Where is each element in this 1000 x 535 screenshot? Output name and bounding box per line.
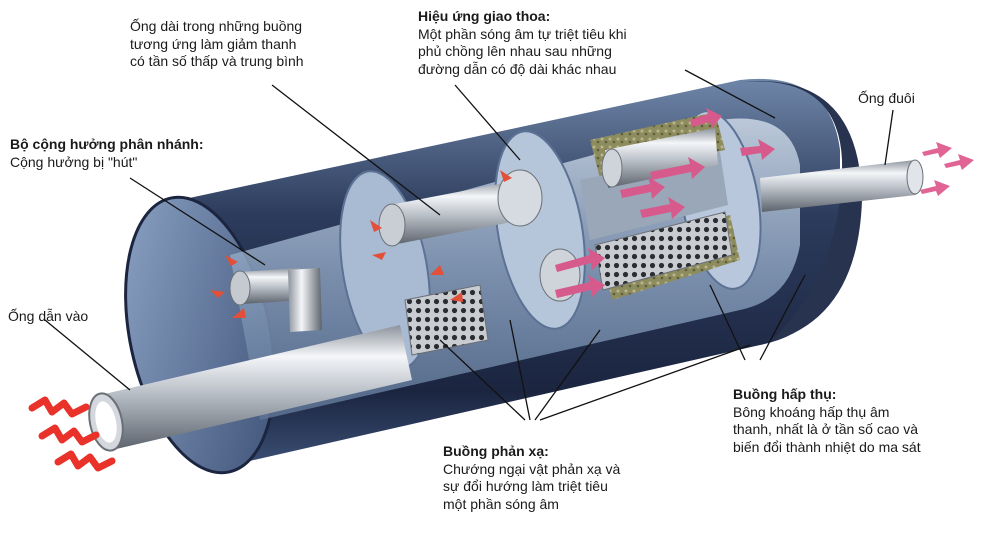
reflection-chamber-line-2: sự đổi hướng làm triệt tiêu	[443, 478, 608, 494]
absorption-chamber-label: Buồng hấp thụ: Bông khoáng hấp thụ âm th…	[733, 386, 921, 456]
inlet-pipe-text: Ống dẫn vào	[8, 308, 89, 324]
tail-pipe-shape	[760, 159, 924, 212]
interference-line-1: Một phần sóng âm tự triệt tiêu khi	[418, 25, 627, 42]
internal-flow-arrows	[555, 108, 775, 298]
inner-tubes	[229, 128, 718, 332]
perforated-tubes	[404, 211, 733, 356]
inlet-pipe-label: Ống dẫn vào	[8, 308, 88, 326]
absorption-chamber-title: Buồng hấp thụ:	[733, 386, 837, 402]
absorption-chamber-line-3: biến đổi thành nhiệt do ma sát	[733, 438, 921, 455]
branch-resonator-line-1: Cộng hưởng bị "hút"	[10, 153, 138, 170]
resonator-arrows	[210, 170, 512, 318]
reflection-chamber-line-3: một phần sóng âm	[443, 495, 559, 512]
leader-lines	[44, 69, 894, 421]
reflection-chamber-label: Buồng phản xạ: Chướng ngại vật phản xạ v…	[443, 443, 620, 513]
interference-title: Hiệu ứng giao thoa:	[418, 8, 551, 24]
long-tube-label: Ống dài trong những buồng tương ứng làm …	[130, 18, 304, 71]
tail-pipe-label: Ống đuôi	[858, 90, 915, 108]
absorption-chamber-line-2: thanh, nhất là ở tần số cao và	[733, 421, 919, 437]
long-tube-line-1: Ống dài trong những buồng	[130, 18, 303, 34]
interference-line-3: đường dẫn có độ dài khác nhau	[418, 60, 617, 77]
reflection-chamber-title: Buồng phản xạ:	[443, 443, 549, 459]
long-tube-line-2: tương ứng làm giảm thanh	[130, 35, 297, 52]
branch-resonator-label: Bộ cộng hưởng phân nhánh: Cộng hưởng bị …	[10, 136, 204, 171]
reflection-chamber-line-1: Chướng ngại vật phản xạ và	[443, 460, 621, 477]
absorption-chamber-line-1: Bông khoáng hấp thụ âm	[733, 403, 890, 420]
interference-line-2: phủ chồng lên nhau sau những	[418, 43, 612, 59]
long-tube-line-3: có tần số thấp và trung bình	[130, 53, 304, 69]
outlet-sound-arrows	[920, 142, 974, 196]
tail-pipe-text: Ống đuôi	[858, 90, 915, 106]
branch-resonator-title: Bộ cộng hưởng phân nhánh:	[10, 136, 204, 152]
interference-label: Hiệu ứng giao thoa: Một phần sóng âm tự …	[418, 8, 627, 78]
inlet-sound-arrows	[28, 396, 116, 472]
